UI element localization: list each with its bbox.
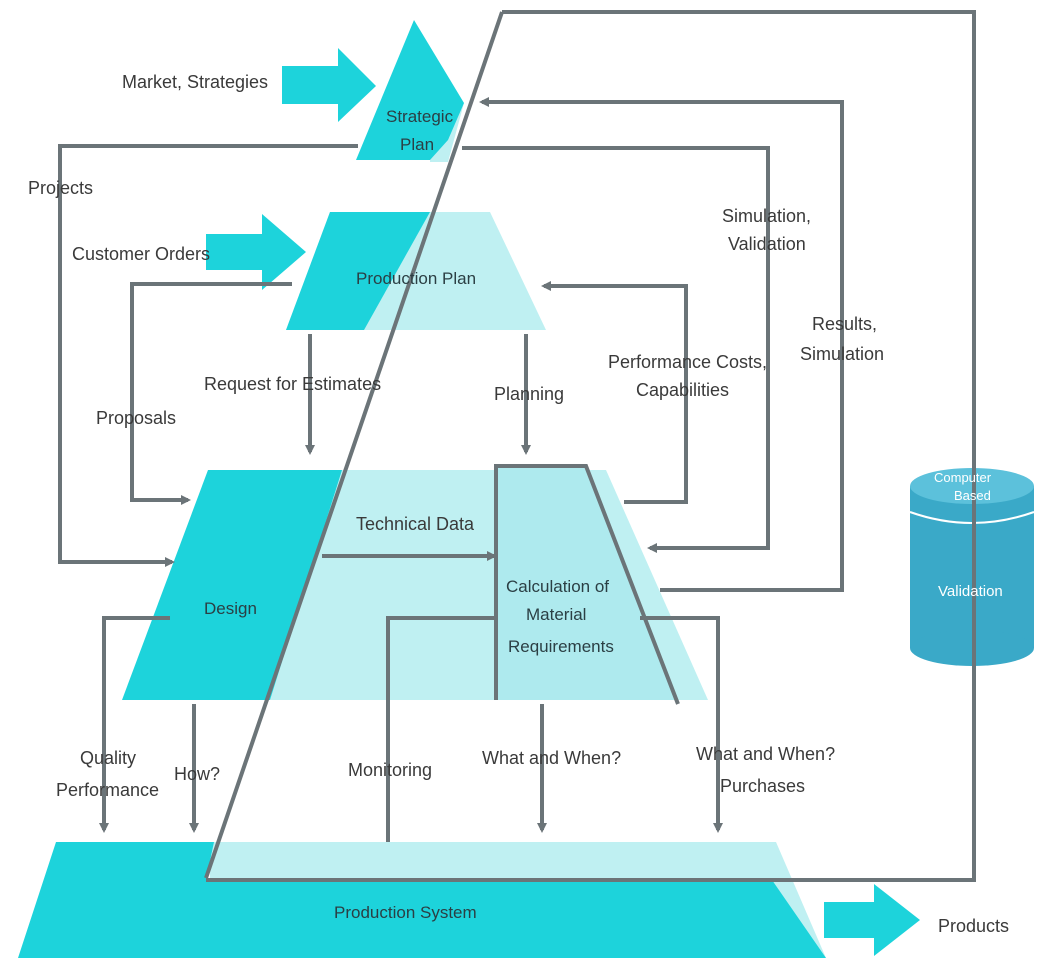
customer-orders-label: Customer Orders (72, 244, 210, 264)
calc-label-2: Material (526, 605, 586, 624)
products-label: Products (938, 916, 1009, 936)
proposals-label: Proposals (96, 408, 176, 428)
products-arrow (824, 884, 920, 956)
strategic-plan-shape (356, 20, 464, 160)
quality-label-1: Quality (80, 748, 136, 768)
design-label: Design (204, 599, 257, 618)
simulation-validation-label-2: Validation (728, 234, 806, 254)
projects-label: Projects (28, 178, 93, 198)
what-when-purchases-label-1: What and When? (696, 744, 835, 764)
what-when-purchases-label-2: Purchases (720, 776, 805, 796)
request-estimates-label: Request for Estimates (204, 374, 381, 394)
calc-label-3: Requirements (508, 637, 614, 656)
simulation-validation-label-1: Simulation, (722, 206, 811, 226)
production-plan-label: Production Plan (356, 269, 476, 288)
customer-orders-arrow (206, 214, 306, 290)
performance-costs-line (541, 281, 688, 504)
monitoring-label: Monitoring (348, 760, 432, 780)
planning-label: Planning (494, 384, 564, 404)
db-body-label: Validation (938, 583, 1003, 600)
market-arrow (282, 48, 376, 122)
market-strategies-label: Market, Strategies (122, 72, 268, 92)
strategic-plan-label-1: Strategic (386, 107, 454, 126)
calc-material-box (496, 466, 678, 700)
proposals-line (130, 282, 292, 505)
results-simulation-label-2: Simulation (800, 344, 884, 364)
monitoring-line (386, 616, 496, 842)
production-system-shape (18, 842, 826, 958)
calc-label-1: Calculation of (506, 577, 609, 596)
db-top-label-1: Computer (934, 470, 992, 485)
performance-costs-label-2: Capabilities (636, 380, 729, 400)
split-diagonal-line (204, 11, 504, 879)
technical-data-label: Technical Data (356, 514, 475, 534)
results-simulation-line (479, 97, 844, 592)
how-label: How? (174, 764, 220, 784)
what-when-label: What and When? (482, 748, 621, 768)
production-system-label: Production System (334, 903, 477, 922)
results-simulation-label-1: Results, (812, 314, 877, 334)
performance-costs-label-1: Performance Costs, (608, 352, 767, 372)
db-top-label-2: Based (954, 488, 991, 503)
strategic-plan-label-2: Plan (400, 135, 434, 154)
quality-label-2: Performance (56, 780, 159, 800)
outer-loop-line (206, 10, 976, 882)
projects-line (58, 144, 358, 567)
purchases-line (640, 616, 723, 833)
production-plan-shape (286, 212, 430, 330)
calc-box-outline (494, 464, 680, 705)
simulation-validation-line (462, 146, 770, 553)
quality-line (99, 616, 170, 833)
